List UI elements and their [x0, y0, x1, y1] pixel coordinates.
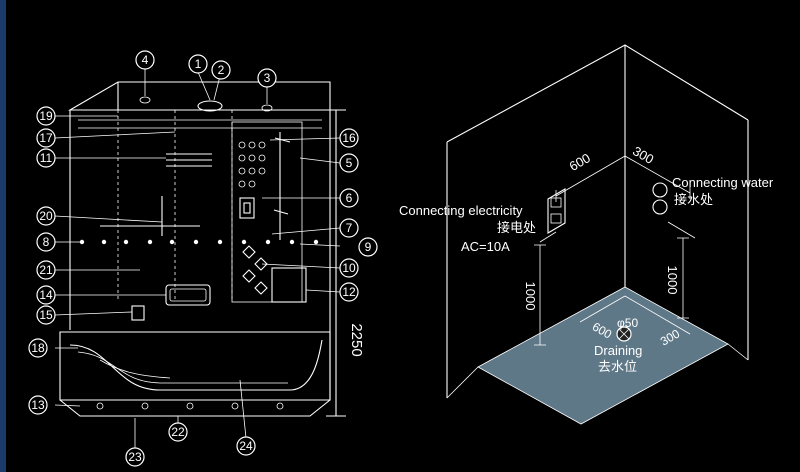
- svg-text:10: 10: [342, 261, 356, 275]
- left-edge-bar: [0, 0, 6, 472]
- svg-text:8: 8: [43, 235, 50, 249]
- elec-height-dim: 1000: [523, 282, 538, 311]
- callout-21: 21: [36, 260, 56, 280]
- installation-layout: [446, 44, 749, 425]
- electricity-label-en: Connecting electricity: [399, 203, 523, 218]
- callout-24: 24: [236, 436, 256, 456]
- svg-text:14: 14: [39, 288, 53, 302]
- callout-22: 22: [168, 422, 188, 442]
- electricity-label-cn: 接电处: [497, 220, 536, 235]
- callout-23: 23: [125, 447, 145, 467]
- callout-9: 9: [358, 237, 378, 257]
- svg-text:7: 7: [346, 221, 353, 235]
- callout-markers: 1 2 3 4 5 6 7 8 9 10 11 12 13 14 15 16 1…: [28, 50, 378, 467]
- shower-cabin-drawing: [59, 81, 346, 417]
- callout-11: 11: [36, 148, 56, 168]
- svg-text:21: 21: [39, 263, 53, 277]
- callout-leaders: [54, 68, 341, 448]
- height-dimension-label: 2250: [348, 323, 365, 356]
- svg-text:17: 17: [39, 131, 53, 145]
- callout-7: 7: [339, 218, 359, 238]
- svg-text:24: 24: [239, 439, 253, 453]
- callout-13: 13: [28, 395, 48, 415]
- svg-text:22: 22: [171, 425, 185, 439]
- callout-6: 6: [339, 188, 359, 208]
- drain-label-cn: 去水位: [598, 359, 637, 374]
- svg-text:1: 1: [195, 57, 202, 71]
- drain-diameter: φ50: [617, 316, 638, 330]
- callout-16: 16: [339, 128, 359, 148]
- electricity-spec: AC=10A: [461, 239, 510, 254]
- svg-text:11: 11: [40, 151, 53, 165]
- callout-8: 8: [36, 232, 56, 252]
- svg-text:18: 18: [31, 341, 45, 355]
- svg-text:9: 9: [365, 240, 372, 254]
- svg-text:12: 12: [342, 285, 356, 299]
- callout-4: 4: [135, 50, 155, 70]
- svg-text:5: 5: [346, 156, 353, 170]
- callout-12: 12: [339, 282, 359, 302]
- svg-text:23: 23: [128, 450, 142, 464]
- water-label-cn: 接水处: [674, 192, 713, 207]
- wall-dim-300: 300: [630, 143, 656, 167]
- water-label-en: Connecting water: [672, 175, 774, 190]
- callout-19: 19: [36, 106, 56, 126]
- svg-text:2: 2: [218, 63, 225, 77]
- callout-1: 1: [188, 54, 208, 74]
- callout-5: 5: [339, 153, 359, 173]
- svg-text:4: 4: [142, 53, 149, 67]
- svg-text:15: 15: [39, 308, 53, 322]
- svg-text:3: 3: [264, 71, 271, 85]
- svg-text:20: 20: [39, 209, 53, 223]
- svg-text:13: 13: [31, 398, 45, 412]
- svg-text:6: 6: [346, 191, 353, 205]
- water-height-dim: 1000: [665, 266, 680, 295]
- svg-text:16: 16: [342, 131, 356, 145]
- callout-2: 2: [211, 60, 231, 80]
- callout-15: 15: [36, 305, 56, 325]
- svg-text:19: 19: [39, 109, 53, 123]
- callout-17: 17: [36, 128, 56, 148]
- callout-18: 18: [28, 338, 48, 358]
- drain-label-en: Draining: [594, 343, 642, 358]
- callout-14: 14: [36, 285, 56, 305]
- callout-3: 3: [257, 68, 277, 88]
- wall-dim-600: 600: [567, 150, 593, 174]
- callout-10: 10: [339, 258, 359, 278]
- callout-20: 20: [36, 206, 56, 226]
